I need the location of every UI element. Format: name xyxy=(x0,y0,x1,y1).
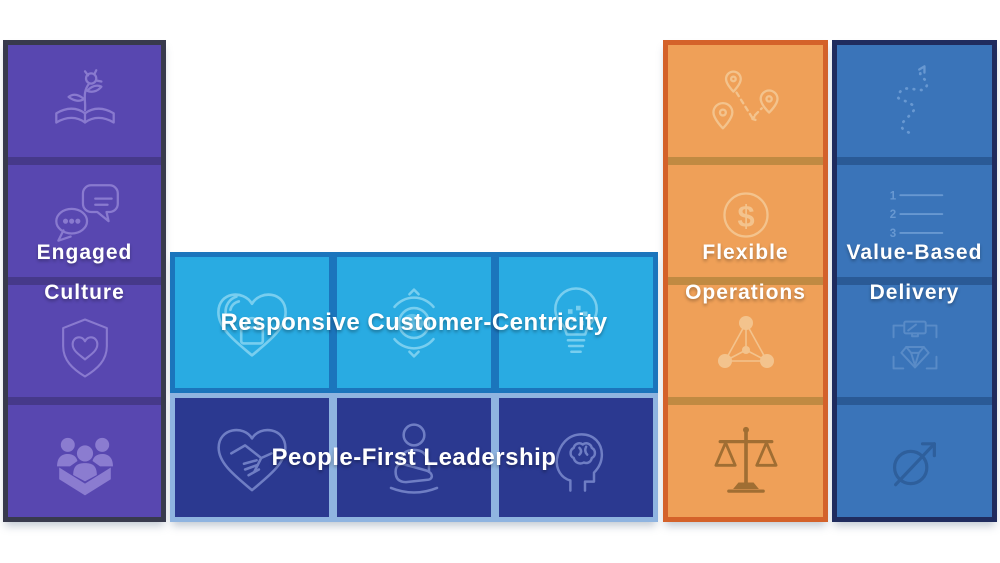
flexible-operations-cell-4 xyxy=(668,405,823,517)
people-first-cell-3 xyxy=(499,398,653,517)
value-based-delivery-cell-2: 1 2 3 xyxy=(837,165,992,277)
responsive-customer-centricity-row: Responsive Customer-Centricity xyxy=(170,252,658,393)
list-number-2-glyph: 2 xyxy=(889,209,895,221)
dollar-coin-icon: $ xyxy=(722,192,769,238)
shield-heart-icon xyxy=(61,318,108,378)
globe-cycle-icon xyxy=(393,287,435,358)
value-based-delivery-cell-3 xyxy=(837,285,992,397)
chat-bubbles-icon xyxy=(54,184,119,242)
value-based-delivery-column: 1 2 3 xyxy=(832,40,997,522)
flexible-operations-cell-2: $ xyxy=(668,165,823,277)
head-brain-icon xyxy=(555,432,604,492)
engaged-culture-cell-4 xyxy=(8,405,161,517)
book-flower-icon xyxy=(54,69,115,124)
flexible-operations-cell-1 xyxy=(668,45,823,157)
flexible-operations-cell-3 xyxy=(668,285,823,397)
people-first-cell-1 xyxy=(175,398,329,517)
network-triangle-icon xyxy=(717,316,774,368)
team-group-icon xyxy=(56,437,113,496)
responsive-cell-3 xyxy=(499,257,653,388)
flexible-operations-column: $ xyxy=(663,40,828,522)
responsive-cell-1 xyxy=(175,257,329,388)
person-in-hand-icon xyxy=(389,422,439,494)
people-first-cell-2 xyxy=(337,398,491,517)
balance-scales-icon xyxy=(714,426,777,493)
value-based-delivery-cell-4 xyxy=(837,405,992,517)
value-based-delivery-cell-1 xyxy=(837,45,992,157)
list-number-1-glyph: 1 xyxy=(889,190,896,202)
list-number-3-glyph: 3 xyxy=(889,228,895,240)
responsive-cell-2 xyxy=(337,257,491,388)
lightbulb-icon xyxy=(554,286,598,353)
caring-heart-icon xyxy=(217,292,287,357)
engaged-culture-cell-2 xyxy=(8,165,161,277)
handshake-heart-icon xyxy=(217,428,287,491)
growth-compass-icon xyxy=(892,442,936,487)
route-pins-icon xyxy=(711,70,779,130)
winding-path-icon xyxy=(896,65,928,134)
engaged-culture-cell-3 xyxy=(8,285,161,397)
engaged-culture-cell-1 xyxy=(8,45,161,157)
gem-machine-icon xyxy=(892,320,937,370)
dollar-sign-glyph: $ xyxy=(737,198,754,233)
people-first-leadership-row: People-First Leadership xyxy=(170,393,658,522)
engaged-culture-column: Engaged Culture xyxy=(3,40,166,522)
numbered-list-icon: 1 2 3 xyxy=(889,190,943,240)
